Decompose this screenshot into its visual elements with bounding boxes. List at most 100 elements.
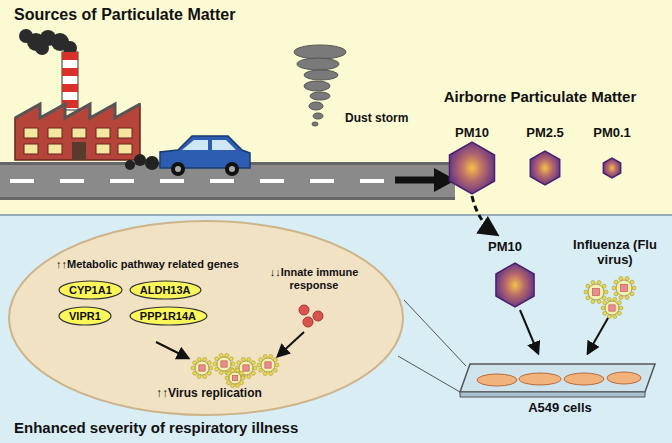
factory xyxy=(62,84,78,92)
virus-particle xyxy=(213,362,217,366)
gene-outline xyxy=(130,281,201,299)
virus-particle xyxy=(241,376,245,380)
virus-particle xyxy=(229,372,241,384)
cell-dish xyxy=(607,372,641,384)
node-text: ↑↑Virus replication xyxy=(156,387,262,401)
flow-arrow xyxy=(395,177,438,184)
label: PM10 xyxy=(488,240,522,255)
virus-particle xyxy=(225,376,229,380)
road xyxy=(0,162,455,200)
gene-oval: CYP1A1 xyxy=(58,280,123,300)
cell-dish xyxy=(564,373,604,385)
virus-particle xyxy=(257,363,261,367)
gene-oval: PPP1R14A xyxy=(129,306,208,326)
cell-dish xyxy=(460,392,645,397)
virus-particle xyxy=(191,357,213,378)
tornado xyxy=(310,92,330,100)
virus-particle xyxy=(221,361,227,367)
zoom-lines xyxy=(398,300,466,392)
road xyxy=(0,162,455,200)
gene-outline xyxy=(130,307,207,325)
factory xyxy=(96,144,110,154)
arrow-pm-to-cells xyxy=(520,310,538,353)
tornado xyxy=(294,45,346,59)
immune-dots xyxy=(303,317,313,327)
node-text: ↑↑Metabolic pathway related genes xyxy=(56,258,239,271)
virus-particle xyxy=(609,305,615,311)
road xyxy=(360,179,384,183)
factory xyxy=(15,29,140,160)
road xyxy=(60,179,84,183)
factory xyxy=(48,144,62,154)
label: PM0.1 xyxy=(593,126,631,141)
factory xyxy=(62,68,78,76)
virus-particle xyxy=(261,358,275,372)
immune-dots xyxy=(299,305,323,327)
road xyxy=(0,197,455,200)
label: Enhanced severity of respiratory illness xyxy=(14,419,298,436)
car xyxy=(171,162,185,176)
factory xyxy=(19,29,33,43)
virus-particle xyxy=(213,353,235,374)
car xyxy=(225,162,239,176)
factory xyxy=(15,104,140,160)
factory xyxy=(15,104,140,118)
factory xyxy=(24,144,38,154)
road xyxy=(210,179,234,183)
factory xyxy=(72,142,86,160)
pm-hexagon xyxy=(530,151,559,185)
virus-particle xyxy=(199,365,205,371)
tornado xyxy=(297,58,339,70)
dashed-arrow xyxy=(472,196,496,234)
virus-particle xyxy=(257,354,279,375)
cell-dish xyxy=(477,372,641,386)
road xyxy=(10,179,34,183)
virus-particle xyxy=(616,280,632,296)
cell-dish xyxy=(519,373,561,385)
gene-outline xyxy=(59,281,122,299)
gene-name: VIPR1 xyxy=(58,306,112,326)
virus-particle xyxy=(612,286,616,290)
tornado xyxy=(313,113,323,119)
cell-outline xyxy=(9,221,403,415)
virus-particle xyxy=(243,365,249,371)
virus-particle xyxy=(612,276,636,299)
bottom-panel xyxy=(0,216,672,443)
road xyxy=(310,179,334,183)
tornado xyxy=(294,45,346,126)
road xyxy=(10,179,434,183)
virus-particle xyxy=(275,363,279,367)
arrow xyxy=(278,332,304,356)
virus-particle xyxy=(619,306,623,310)
label: Dust storm xyxy=(345,112,408,126)
virus-particle xyxy=(588,284,604,300)
pm-hexagon xyxy=(449,142,494,194)
car xyxy=(125,136,250,176)
virus-particle xyxy=(584,280,608,303)
virus-particle xyxy=(265,362,271,368)
label: Sources of Particulate Matter xyxy=(14,6,235,24)
gene-outline xyxy=(59,307,111,325)
arrow xyxy=(156,342,188,358)
car xyxy=(182,140,208,150)
car xyxy=(134,154,146,166)
tornado xyxy=(312,122,318,126)
road xyxy=(160,179,184,183)
virus-particle xyxy=(195,361,209,375)
gene-oval: VIPR1 xyxy=(58,306,112,326)
node-text: ↓↓Innate immune response xyxy=(264,266,364,291)
tornado xyxy=(304,70,338,80)
virus-particle xyxy=(584,290,588,294)
road xyxy=(110,179,134,183)
cell-ellipse: ↑↑Metabolic pathway related genes ↓↓Innat… xyxy=(6,218,406,418)
top-panel xyxy=(0,0,672,214)
car xyxy=(229,166,235,172)
virus-particle xyxy=(191,366,195,370)
factory xyxy=(118,128,132,138)
zoom-lines xyxy=(404,300,466,366)
car xyxy=(125,154,159,170)
virus-particle xyxy=(253,366,257,370)
flu-viruses xyxy=(584,276,636,318)
virus-cluster xyxy=(191,353,279,387)
